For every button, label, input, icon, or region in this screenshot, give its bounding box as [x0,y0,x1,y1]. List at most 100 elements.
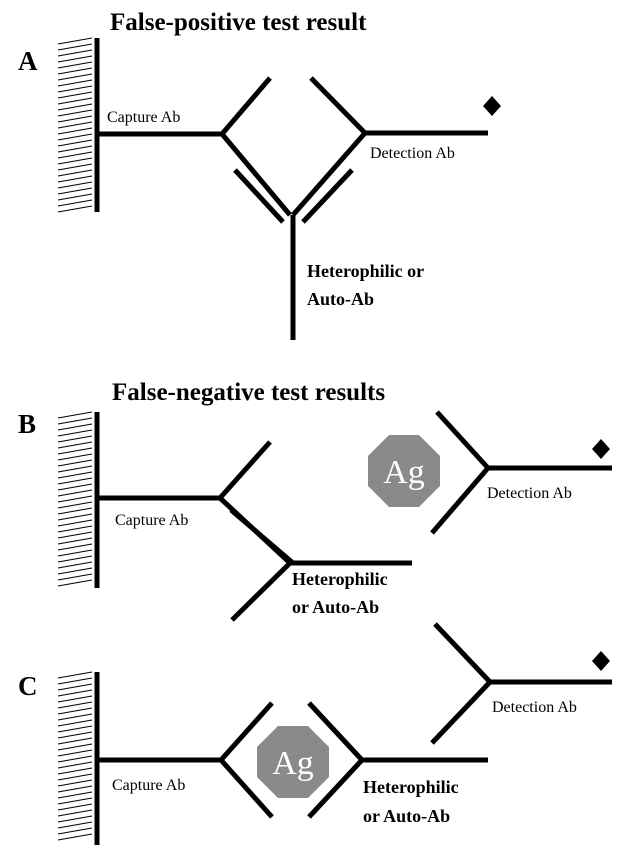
hatch-line [57,199,93,207]
hatch-line [57,519,93,527]
panel-b: B Capture Ab Heterophilic or Auto-Ab Ag [18,409,612,622]
hatch-line [57,821,93,829]
hatch-line [57,525,93,533]
panel-c-detection-label: Detection Ab [492,699,577,716]
hatch-line [57,701,93,709]
hatch-line [57,773,93,781]
hatch-line [57,435,93,443]
hatch-line [57,103,93,111]
hatch-line [57,827,93,835]
panel-c-interferer-label-line2: or Auto-Ab [363,806,450,826]
hatch-line [57,109,93,117]
hatch-line [57,561,93,569]
hatch-line [57,713,93,721]
hatch-line [57,707,93,715]
hatch-line [57,743,93,751]
panel-c-capture-label: Capture Ab [112,777,185,794]
panel-b-letter: B [18,409,36,439]
hatch-line [57,803,93,811]
hatch-line [57,97,93,105]
false-negative-title: False-negative test results [112,379,385,406]
hatch-line [57,121,93,129]
panel-b-label-diamond-icon [592,439,610,459]
hatch-line [57,115,93,123]
hatch-line [57,513,93,521]
hatch-line [57,417,93,425]
hatch-line [57,85,93,93]
panel-b-detection-antibody [430,410,612,535]
hatch-line [57,423,93,431]
panel-b-antigen-label: Ag [383,454,425,491]
hatch-line [57,477,93,485]
hatch-line [57,725,93,733]
hatch-line [57,169,93,177]
hatch-line [57,67,93,75]
panel-c-antigen-octagon [257,726,329,798]
hatch-line [57,79,93,87]
hatch-line [57,49,93,57]
panel-a-capture-antibody [97,76,292,217]
panel-b-interfering-antibody [229,508,412,622]
hatch-line [57,815,93,823]
panel-a-hatching [57,37,93,213]
hatch-line [57,157,93,165]
hatch-line [57,205,93,213]
panel-b-interferer-label-line2: or Auto-Ab [292,597,379,617]
panel-a-interferer-label-line2: Auto-Ab [307,289,374,309]
hatch-line [57,719,93,727]
panel-a: A Capture Ab Detection Ab Heterophilic o… [18,37,501,340]
hatch-line [57,453,93,461]
panel-b-hatching [57,411,93,587]
panel-a-capture-label: Capture Ab [107,109,180,126]
panel-c-label-diamond-icon [592,651,610,671]
panel-c-antigen-label: Ag [272,745,314,782]
panel-a-letter: A [18,46,38,76]
hatch-line [57,567,93,575]
hatch-line [57,671,93,679]
panel-a-solid-phase [57,37,100,213]
hatch-line [57,175,93,183]
hatch-line [57,429,93,437]
hatch-line [57,465,93,473]
hatch-line [57,483,93,491]
hatch-line [57,695,93,703]
panel-c-interfering-antibody [307,701,488,819]
hatch-line [57,411,93,419]
hatch-line [57,127,93,135]
hatch-line [57,549,93,557]
hatch-line [57,689,93,697]
hatch-line [57,441,93,449]
panel-a-label-diamond-icon [483,96,501,116]
hatch-line [57,683,93,691]
panel-b-solid-phase [57,411,100,588]
hatch-line [57,163,93,171]
panel-c-hatching [57,671,93,841]
hatch-line [57,537,93,545]
hatch-line [57,833,93,841]
hatch-line [57,543,93,551]
hatch-line [57,785,93,793]
hatch-line [57,139,93,147]
hatch-line [57,797,93,805]
hatch-line [57,755,93,763]
panel-c: C Capture Ab Ag Heterophilic or Auto-Ab [18,622,612,845]
hatch-line [57,501,93,509]
hatch-line [57,151,93,159]
hatch-line [57,809,93,817]
hatch-line [57,43,93,51]
hatch-line [57,193,93,201]
hatch-line [57,531,93,539]
hatch-line [57,91,93,99]
hatch-line [57,761,93,769]
hatch-line [57,507,93,515]
hatch-line [57,573,93,581]
hatch-line [57,133,93,141]
hatch-line [57,181,93,189]
panel-a-interfering-antibody [233,168,354,340]
panel-b-antigen-octagon [368,435,440,507]
panel-b-detection-label: Detection Ab [487,485,572,502]
panel-c-interferer-label-line1: Heterophilic [363,777,459,797]
hatch-line [57,767,93,775]
hatch-line [57,55,93,63]
